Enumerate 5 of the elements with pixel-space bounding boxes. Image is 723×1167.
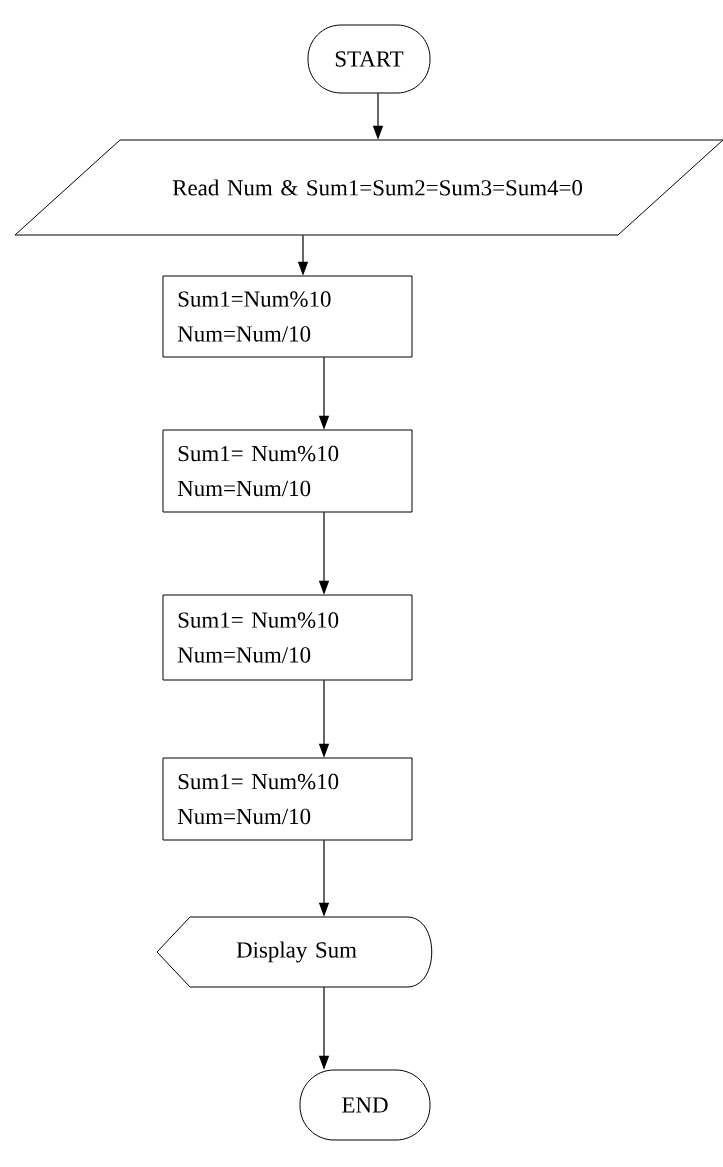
process-box: Sum1=Num%10 Num=Num/10 xyxy=(162,275,413,358)
process-box: Sum1= Num%10 Num=Num/10 xyxy=(162,594,413,681)
process-box: Sum1= Num%10 Num=Num/10 xyxy=(162,757,413,841)
process-box: Sum1= Num%10 Num=Num/10 xyxy=(162,429,413,513)
input-parallelogram: Read Num & Sum1=Sum2=Sum3=Sum4=0 xyxy=(14,139,723,236)
